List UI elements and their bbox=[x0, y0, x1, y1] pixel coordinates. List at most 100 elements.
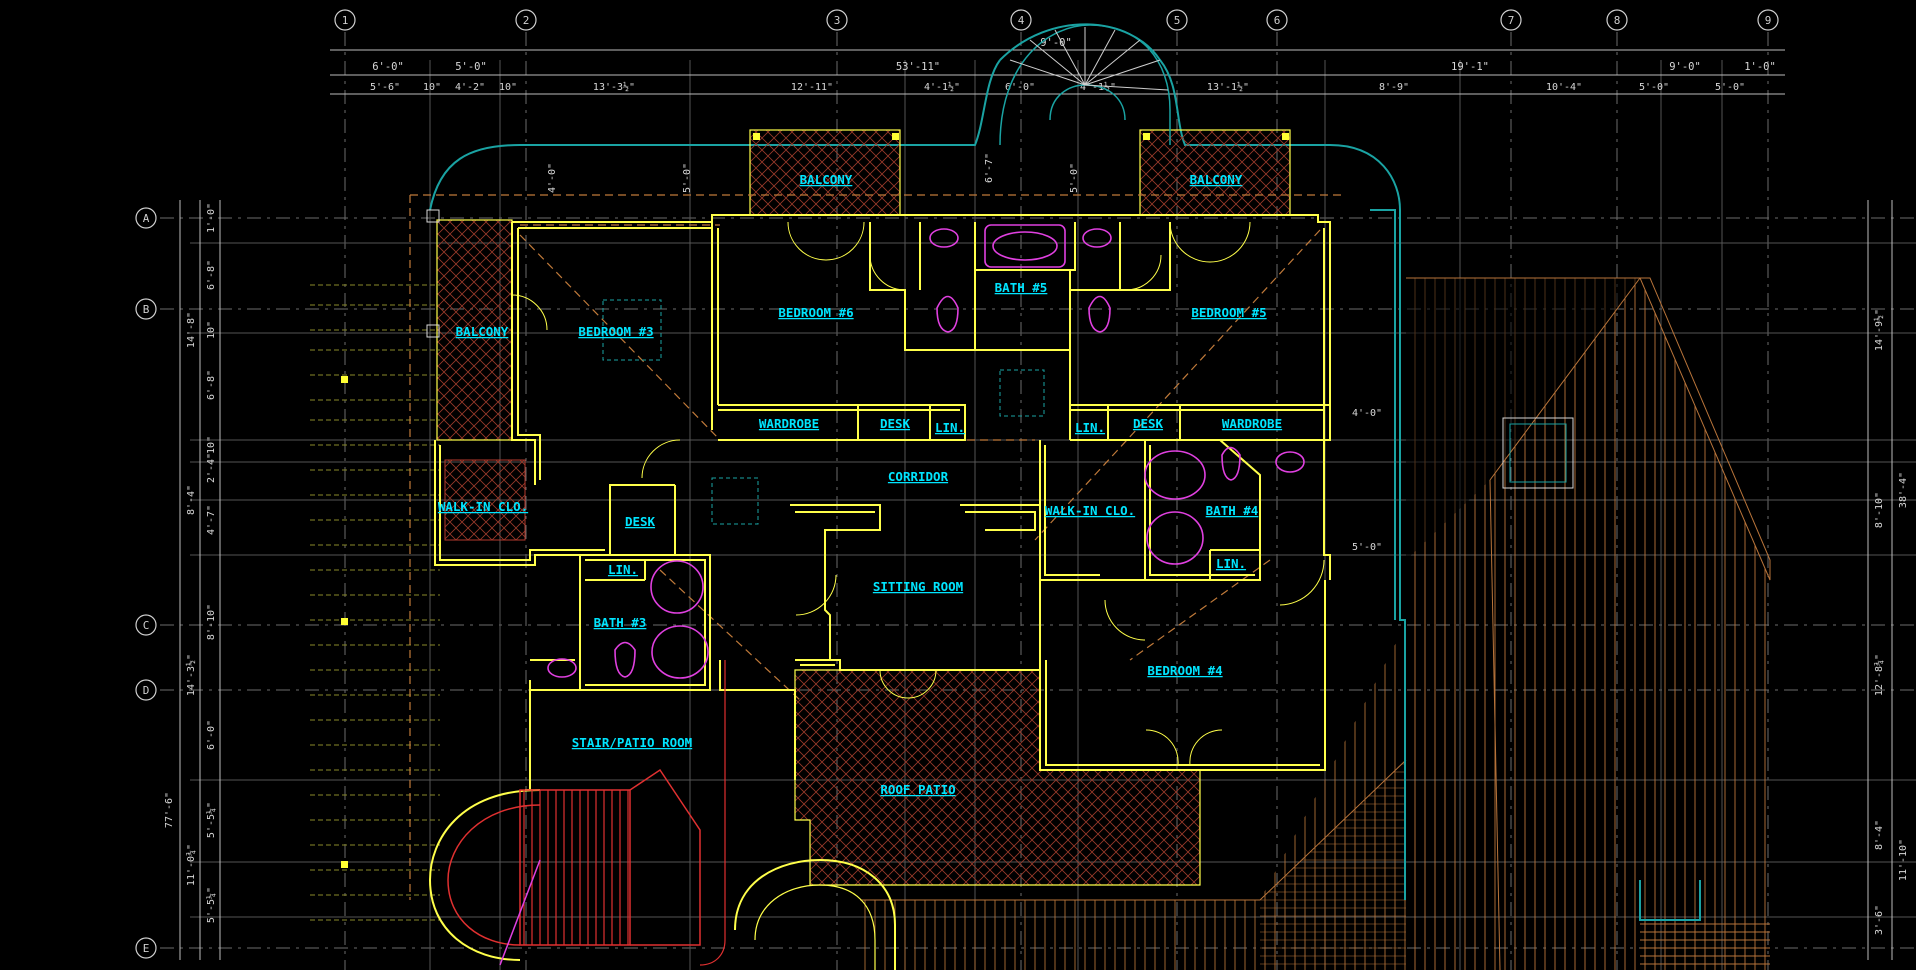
dimension-label: 6'-0" bbox=[1005, 82, 1035, 93]
svg-text:4: 4 bbox=[1018, 14, 1025, 27]
toilet-icon bbox=[1088, 295, 1111, 333]
dimension-label: 10" bbox=[206, 436, 217, 454]
sink-icon bbox=[929, 228, 959, 248]
dimension-label: 8'-4" bbox=[1874, 820, 1885, 850]
dimension-label: 11'-10" bbox=[1898, 839, 1909, 881]
dimension-label: 11'-0¾" bbox=[185, 844, 197, 886]
room-label: DESK bbox=[880, 416, 911, 431]
roof-patio-floor bbox=[794, 669, 1201, 886]
dimension-label: 6'-0" bbox=[372, 61, 404, 73]
dimension-label: 4'-1½" bbox=[924, 81, 960, 93]
room-label: WARDROBE bbox=[759, 416, 819, 431]
column-markers bbox=[753, 133, 1289, 140]
tub-icon bbox=[1144, 450, 1206, 500]
room-label: BEDROOM #6 bbox=[778, 305, 853, 320]
dimension-label: 3'-6" bbox=[1874, 905, 1885, 935]
dimension-label: 4'-0" bbox=[547, 163, 558, 193]
dimension-label: 9'-0" bbox=[1040, 37, 1072, 49]
svg-text:5: 5 bbox=[1174, 14, 1181, 27]
dimension-label: 5'-0" bbox=[1069, 163, 1080, 193]
svg-text:B: B bbox=[143, 303, 150, 316]
dimension-label: 12'-8¾" bbox=[1873, 654, 1885, 696]
room-label: WARDROBE bbox=[1222, 416, 1282, 431]
grid-bubble-col-3: 3 bbox=[826, 9, 848, 31]
spiral-stair-treads bbox=[1009, 27, 1169, 91]
dimension-label: 5'-0" bbox=[1352, 542, 1382, 553]
grid-bubble-row-a: A bbox=[135, 207, 157, 229]
dimension-label: 6'-8" bbox=[206, 370, 217, 400]
dimension-label: 14'-8" bbox=[186, 312, 197, 348]
dimension-label: 6'-7" bbox=[984, 153, 995, 183]
dimension-label: 6'-0" bbox=[206, 720, 217, 750]
svg-text:E: E bbox=[143, 942, 150, 955]
top-dimension-text-row1: 6'-0" 5'-0" 53'-11" 9'-0" 19'-1" 9'-0" 1… bbox=[372, 37, 1776, 73]
room-label: LIN. bbox=[1216, 556, 1246, 571]
roof-right bbox=[1406, 277, 1771, 970]
dimension-label: 6'-8" bbox=[206, 260, 217, 290]
svg-text:8: 8 bbox=[1614, 14, 1621, 27]
dimension-label: 5'-5¼" bbox=[205, 802, 217, 838]
left-deck-slats bbox=[310, 284, 440, 921]
room-label: BEDROOM #3 bbox=[578, 324, 653, 339]
grid-bubble-col-9: 9 bbox=[1757, 9, 1779, 31]
right-dimension-text: 14'-9½" 8'-10" 38'-4" 12'-8¾" 8'-4" 11'-… bbox=[1873, 309, 1909, 935]
shower-icon bbox=[650, 560, 704, 614]
tub-icon bbox=[984, 224, 1066, 268]
grid-bubble-col-6: 6 bbox=[1266, 9, 1288, 31]
dimension-label: 5'-0" bbox=[1715, 82, 1745, 93]
dimension-label: 8'-10" bbox=[206, 604, 217, 640]
dimension-label: 5'-0" bbox=[1639, 82, 1669, 93]
room-label: DESK bbox=[625, 514, 656, 529]
svg-text:A: A bbox=[143, 212, 150, 225]
small-column-boxes bbox=[426, 209, 440, 338]
room-label: LIN. bbox=[935, 420, 965, 435]
room-label: ROOF PATIO bbox=[880, 782, 955, 797]
main-stair bbox=[428, 660, 896, 970]
top-dimension-text-row2: 5'-6" 10" 4'-2" 10" 13'-3½" 12'-11" 4'-1… bbox=[370, 81, 1745, 93]
dimension-label: 4'-0" bbox=[1352, 408, 1382, 419]
grid-bubble-col-1: 1 bbox=[334, 9, 356, 31]
svg-text:7: 7 bbox=[1508, 14, 1515, 27]
dimension-label: 1'-0" bbox=[1744, 61, 1776, 73]
dimension-label: 10'-4" bbox=[1546, 82, 1582, 93]
dimension-label: 9'-0" bbox=[1669, 61, 1701, 73]
dimension-label: 77'-6" bbox=[164, 792, 175, 828]
walk-in-left-floor bbox=[444, 459, 526, 541]
left-dimension-lines bbox=[179, 200, 221, 960]
svg-text:D: D bbox=[143, 684, 150, 697]
dimension-label: 8'-4" bbox=[186, 485, 197, 515]
dimension-label: 19'-1" bbox=[1451, 61, 1489, 73]
dimension-label: 13'-1½" bbox=[1207, 81, 1249, 93]
grid-row-bubbles: A B C D E bbox=[135, 207, 157, 959]
dimension-label: 13'-3½" bbox=[593, 81, 635, 93]
dimension-label: 10" bbox=[423, 82, 441, 93]
room-label: BEDROOM #4 bbox=[1147, 663, 1222, 678]
right-dimension-lines bbox=[1867, 200, 1893, 960]
dimension-label: 8'-10" bbox=[1874, 492, 1885, 528]
svg-text:9: 9 bbox=[1765, 14, 1772, 27]
top-dimension-lines bbox=[330, 49, 1785, 95]
dimension-label: 10" bbox=[499, 82, 517, 93]
dimension-label: 38'-4" bbox=[1898, 472, 1909, 508]
room-label: STAIR/PATIO ROOM bbox=[572, 735, 692, 750]
toilet-icon bbox=[936, 295, 959, 333]
shower-icon bbox=[1146, 511, 1204, 565]
room-label: SITTING ROOM bbox=[873, 579, 963, 594]
bath-fixtures bbox=[547, 224, 1305, 679]
svg-text:6: 6 bbox=[1274, 14, 1281, 27]
dimension-label: 4'-2" bbox=[455, 82, 485, 93]
grid-bubble-row-b: B bbox=[135, 298, 157, 320]
dimension-label: 12'-11" bbox=[791, 82, 833, 93]
dashed-squares bbox=[602, 299, 1045, 525]
room-label: LIN. bbox=[608, 562, 638, 577]
left-deck-posts bbox=[341, 376, 348, 868]
grid-bubble-col-7: 7 bbox=[1500, 9, 1522, 31]
dimension-label: 8'-9" bbox=[1379, 82, 1409, 93]
room-label: BEDROOM #5 bbox=[1191, 305, 1266, 320]
dimension-label: 1'-0" bbox=[206, 203, 217, 233]
interior-dimensions: 4'-0" 5'-0" 6'-7" 5'-0" 4'-0" 5'-0" bbox=[547, 153, 1382, 553]
dimension-label: 14'-3½" bbox=[185, 654, 197, 696]
sink-icon bbox=[1082, 228, 1112, 248]
grid-bubble-col-2: 2 bbox=[515, 9, 537, 31]
